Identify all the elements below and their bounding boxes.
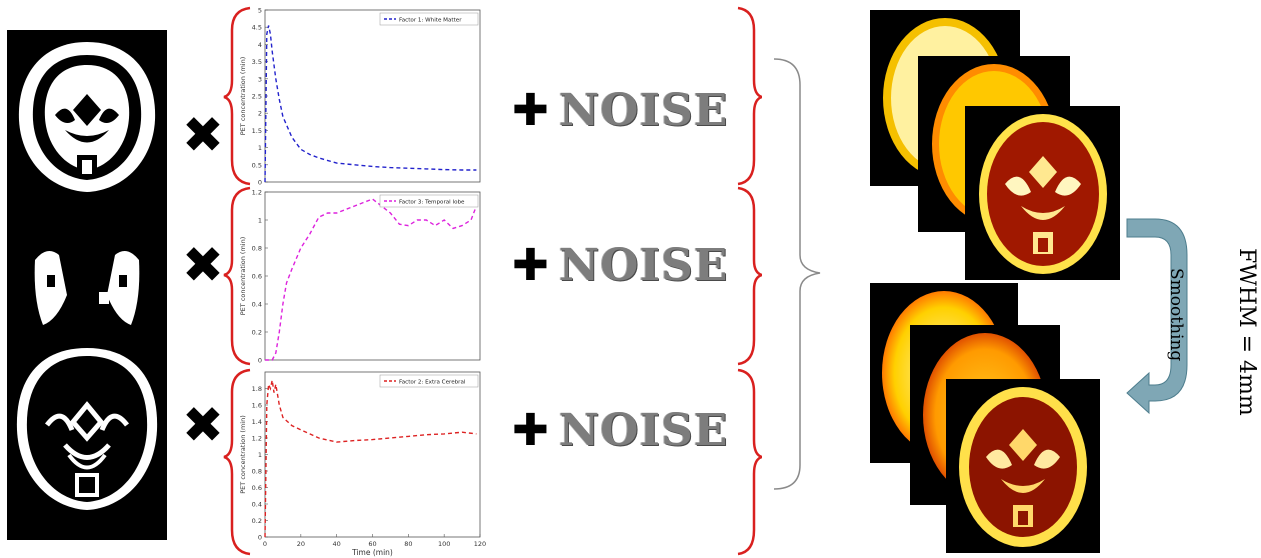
series-line bbox=[265, 198, 478, 361]
mask-white-matter bbox=[18, 42, 156, 192]
y-tick-label: 0.6 bbox=[252, 484, 262, 492]
smoothed-pet-images bbox=[870, 283, 1100, 553]
noise-label: NOISE bbox=[558, 405, 729, 456]
mask-drawings bbox=[16, 42, 158, 510]
y-tick-label: 1.8 bbox=[252, 385, 262, 393]
x-tick-label: 40 bbox=[333, 540, 341, 548]
y-tick-label: 4 bbox=[258, 41, 262, 49]
y-tick-label: 0.4 bbox=[252, 301, 262, 309]
legend-label: Factor 1: White Matter bbox=[399, 18, 462, 24]
y-axis-label: PET concentration (min) bbox=[239, 57, 247, 135]
smoothing-label: Smoothing bbox=[1166, 268, 1186, 362]
red-braces bbox=[223, 6, 762, 556]
sum-bracket bbox=[773, 58, 821, 490]
mask-strip bbox=[7, 30, 167, 540]
plot-area bbox=[264, 9, 481, 183]
fwhm-label: FWHM = 4mm bbox=[1234, 248, 1259, 416]
factor-chart-3: 0 0.2 0.4 0.6 0.8 1 1.2 1.4 1.6 1.8 0 20 40 60 80 100 12… bbox=[239, 371, 486, 557]
y-tick-label: 0.8 bbox=[252, 468, 262, 476]
noise-term-3: ✚ NOISE bbox=[512, 405, 728, 456]
y-tick-label: 0.2 bbox=[252, 329, 262, 337]
x-tick-label: 100 bbox=[438, 540, 450, 548]
y-axis-label: PET concentration (min) bbox=[239, 415, 247, 493]
noise-term-2: ✚ NOISE bbox=[512, 240, 728, 291]
y-tick-label: 5 bbox=[258, 7, 262, 15]
y-tick-label: 0 bbox=[258, 534, 262, 542]
plus-sign: ✚ bbox=[512, 404, 549, 456]
multiply-sign-1: ✖ bbox=[182, 106, 224, 164]
y-tick-label: 0.5 bbox=[252, 161, 262, 169]
multiply-sign-3: ✖ bbox=[182, 396, 224, 454]
x-axis-label: Time (min) bbox=[351, 548, 393, 557]
y-tick-label: 1 bbox=[258, 217, 262, 225]
y-tick-label: 0.4 bbox=[252, 501, 262, 509]
y-tick-label: 0.8 bbox=[252, 245, 262, 253]
legend-box bbox=[379, 194, 479, 208]
x-tick-label: 20 bbox=[297, 540, 305, 548]
multiply-sign-2: ✖ bbox=[182, 236, 224, 294]
x-tick-label: 80 bbox=[404, 540, 412, 548]
y-tick-label: 0 bbox=[258, 357, 262, 365]
y-tick-label: 0 bbox=[258, 179, 262, 187]
legend-label: Factor 3: Temporal lobe bbox=[399, 200, 465, 206]
y-tick-label: 3.5 bbox=[252, 58, 262, 66]
arrow-shape bbox=[1126, 218, 1188, 415]
plot-area bbox=[264, 371, 481, 538]
y-tick-label: 1.5 bbox=[252, 127, 262, 135]
mask-temporal-lobe bbox=[34, 251, 140, 325]
y-tick-label: 1.2 bbox=[252, 189, 262, 197]
y-tick-label: 0.6 bbox=[252, 273, 262, 281]
legend-box bbox=[379, 12, 479, 26]
x-tick-label: 0 bbox=[263, 540, 267, 548]
plus-sign: ✚ bbox=[512, 239, 549, 291]
noise-term-1: ✚ NOISE bbox=[512, 85, 728, 136]
y-tick-label: 3 bbox=[258, 75, 262, 83]
plus-sign: ✚ bbox=[512, 84, 549, 136]
smoothed-pet-stack bbox=[870, 283, 1100, 553]
x-tick-label: 120 bbox=[474, 540, 486, 548]
noise-label: NOISE bbox=[558, 240, 729, 291]
noisy-pet-images bbox=[870, 10, 1120, 280]
series-line bbox=[264, 25, 477, 183]
y-tick-label: 1 bbox=[258, 144, 262, 152]
mask-extra-cerebral bbox=[16, 348, 158, 510]
y-tick-label: 0.2 bbox=[252, 517, 262, 525]
y-tick-label: 2 bbox=[258, 110, 262, 118]
series-line bbox=[264, 380, 477, 538]
brace-group bbox=[223, 6, 762, 556]
legend-label: Factor 2: Extra Cerebral bbox=[399, 380, 466, 386]
noisy-pet-stack bbox=[870, 10, 1120, 280]
y-axis-label: PET concentration (min) bbox=[239, 237, 247, 315]
y-tick-label: 1 bbox=[258, 451, 262, 459]
y-tick-label: 1.6 bbox=[252, 402, 262, 410]
y-tick-label: 1.4 bbox=[252, 418, 262, 426]
y-tick-label: 4.5 bbox=[252, 24, 262, 32]
x-tick-label: 60 bbox=[368, 540, 376, 548]
noise-label: NOISE bbox=[558, 85, 729, 136]
y-tick-label: 2.5 bbox=[252, 93, 262, 101]
y-tick-label: 1.2 bbox=[252, 435, 262, 443]
legend-box bbox=[379, 374, 479, 388]
smoothing-arrow bbox=[1126, 218, 1188, 415]
